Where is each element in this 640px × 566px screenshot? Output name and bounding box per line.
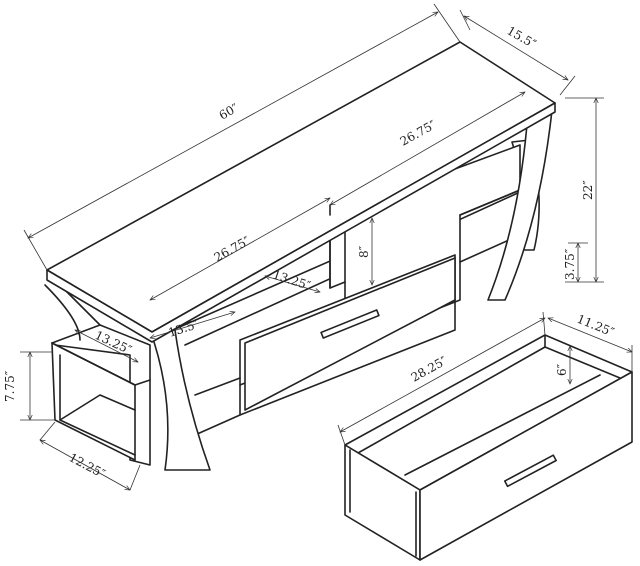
drawer-box-front: [419, 371, 633, 561]
loose-drawer: [344, 334, 633, 561]
label-side-shelf-front: 12.25″: [67, 450, 108, 481]
label-drawer-width: 28.25″: [409, 353, 450, 384]
dimension-lines: [20, 3, 632, 490]
label-depth: 15.5″: [505, 23, 539, 51]
label-leg-gap: 3.75″: [563, 248, 577, 280]
label-drawer-height: 6″: [555, 363, 569, 376]
label-compartment-height: 8″: [357, 245, 371, 258]
label-side-shelf-height: 7.75″: [3, 370, 17, 402]
side-shelf-front: [51, 342, 136, 461]
loose-drawer-handle: [503, 454, 557, 488]
label-drawer-depth: 11.25″: [575, 312, 617, 340]
left-front-leg: [149, 329, 211, 471]
label-width: 60″: [217, 101, 242, 123]
label-height: 22″: [581, 180, 595, 200]
